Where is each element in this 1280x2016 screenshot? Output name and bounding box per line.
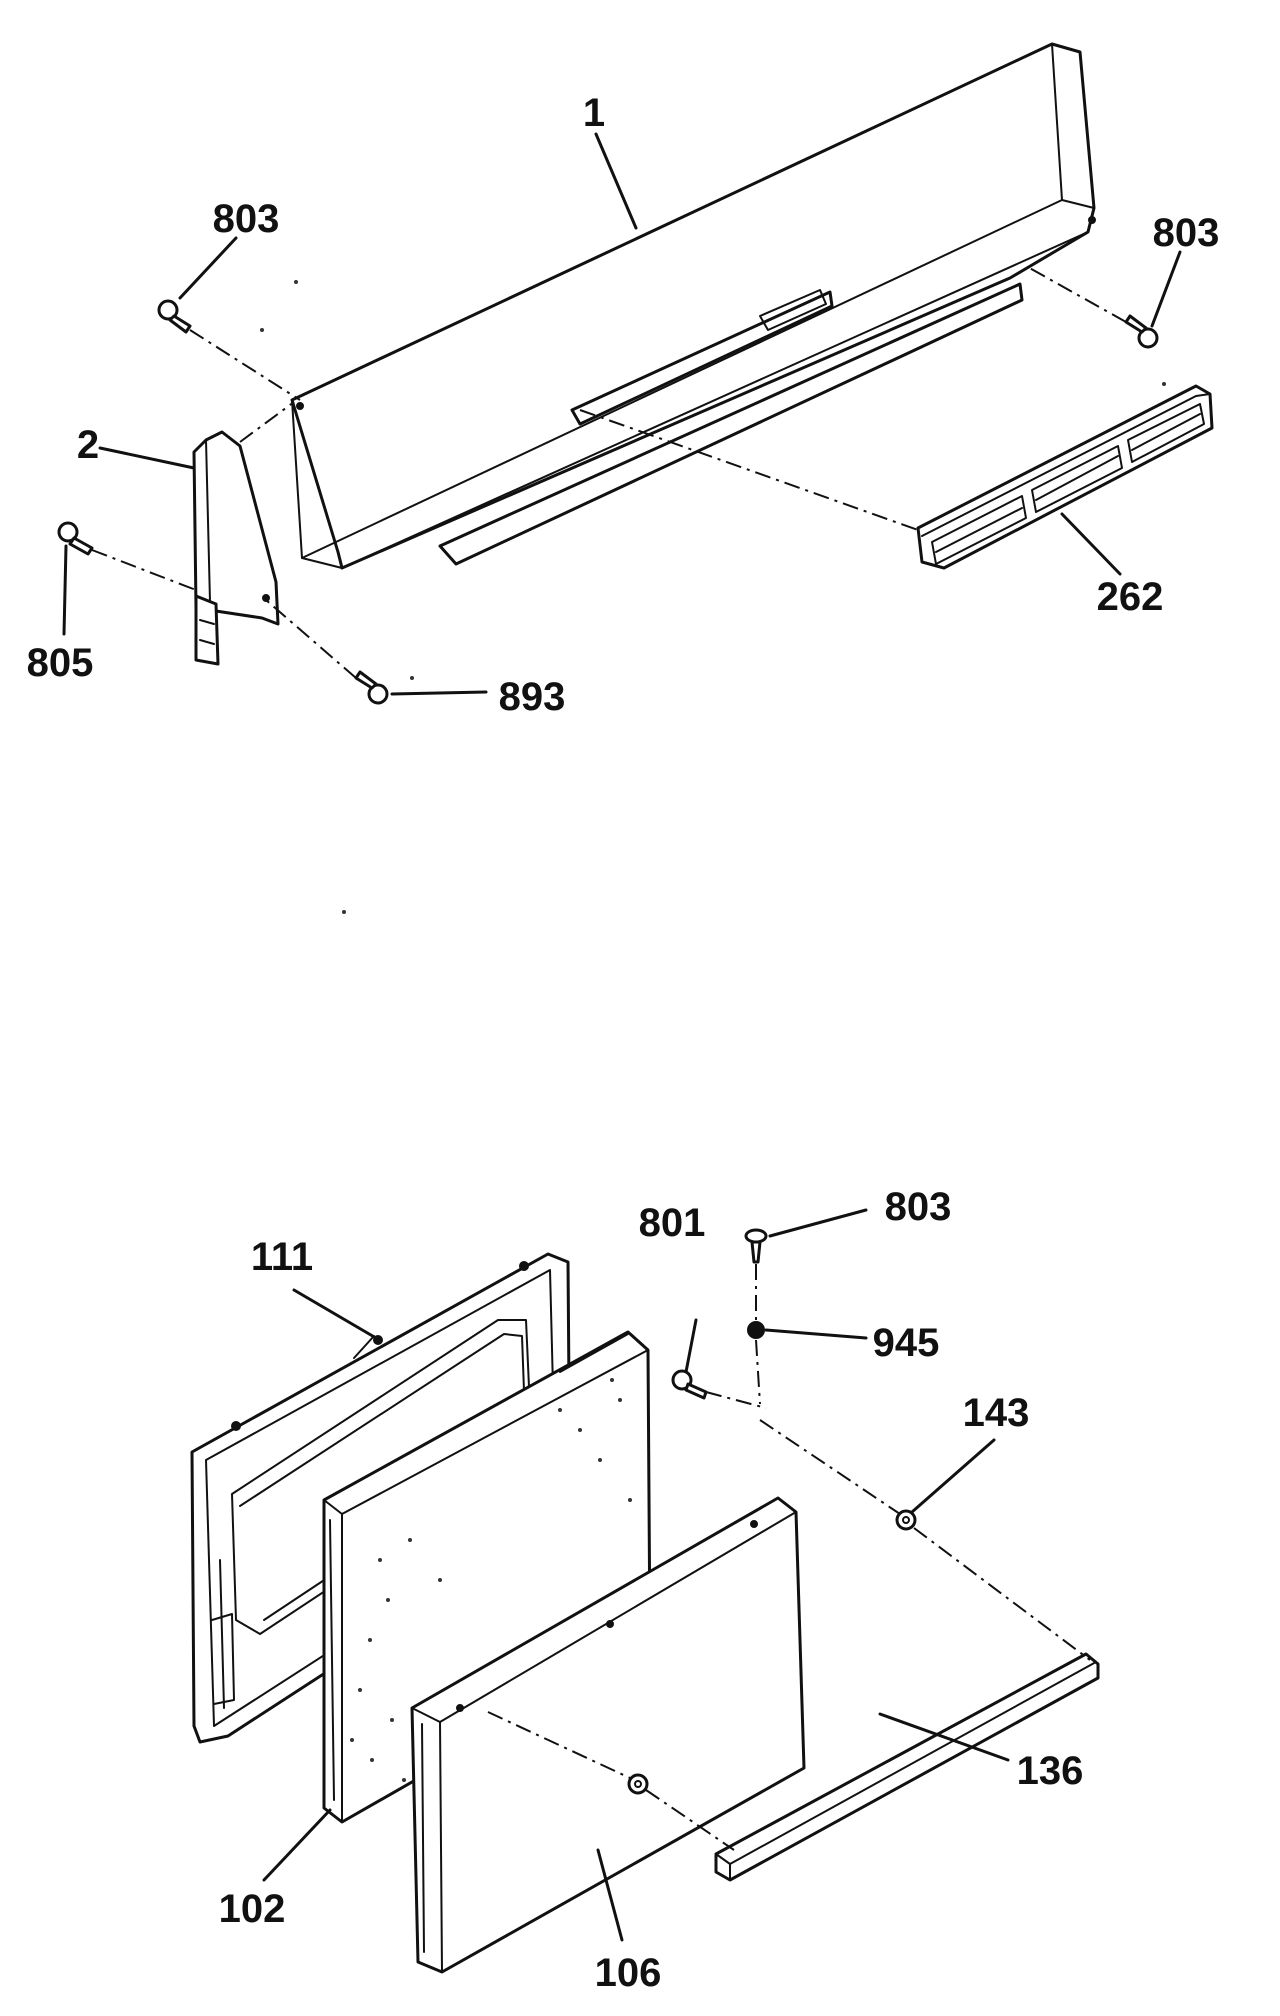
bottom-assembly: 111 801 803 945 143 136 102 106 xyxy=(190,1185,1100,1995)
screw-icon xyxy=(744,1228,768,1264)
callout-screw-801: 801 xyxy=(639,1201,706,1245)
callout-vent-262: 262 xyxy=(1097,575,1164,619)
callout-washer-945: 945 xyxy=(873,1321,940,1365)
callout-screw-803: 803 xyxy=(885,1185,952,1229)
backsplash-panel-part-1 xyxy=(290,42,1096,570)
callout-part-2: 2 xyxy=(77,423,99,467)
spacer-icon xyxy=(627,1773,649,1795)
callout-door-panel-106: 106 xyxy=(595,1951,662,1995)
washer-icon xyxy=(747,1321,765,1339)
callout-screw-893: 893 xyxy=(499,675,566,719)
top-assembly: 1 2 803 803 805 893 262 xyxy=(27,42,1220,719)
callout-insulation-102: 102 xyxy=(219,1887,286,1931)
screw-icon xyxy=(1124,314,1159,349)
callout-spacer-143: 143 xyxy=(963,1391,1030,1435)
vent-trim-part-262 xyxy=(916,384,1214,570)
insulation-texture xyxy=(350,1378,632,1782)
callout-screw-803-left: 803 xyxy=(213,197,280,241)
end-cap-bracket-part-2 xyxy=(192,430,280,666)
callout-part-1: 1 xyxy=(583,91,605,135)
door-outer-panel-part-106 xyxy=(410,1496,806,1974)
spacer-icon xyxy=(895,1509,917,1531)
callout-handle-136: 136 xyxy=(1017,1749,1084,1793)
door-handle-part-136 xyxy=(714,1652,1100,1882)
callout-gasket-111: 111 xyxy=(251,1235,313,1279)
callout-screw-805: 805 xyxy=(27,641,94,685)
screw-icon xyxy=(157,299,192,334)
screw-icon xyxy=(354,670,389,705)
callout-screw-803-right: 803 xyxy=(1153,211,1220,255)
screw-icon xyxy=(671,1369,708,1400)
screw-icon xyxy=(57,521,94,556)
